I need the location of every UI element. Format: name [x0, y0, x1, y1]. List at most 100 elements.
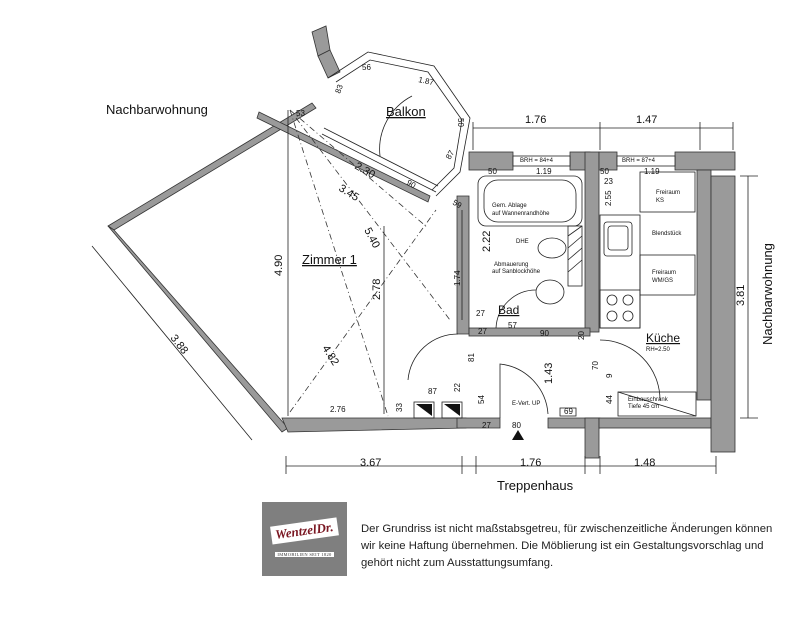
- note-einbauschrank: Einbauschrank: [628, 397, 669, 403]
- note-abmauerung2: auf Sanblockhöhe: [492, 269, 541, 275]
- wall-bath-bottom: [468, 327, 591, 337]
- dim-room-diag-lower: 4.82: [319, 343, 341, 368]
- balcony-outline: [327, 51, 471, 197]
- note-evert: E-Vert. UP: [512, 401, 540, 407]
- wc-hatch-3: [567, 247, 583, 261]
- stove-burner-1: [606, 294, 618, 306]
- wc-block: [567, 225, 583, 287]
- sd-balc-56: 56: [362, 63, 371, 72]
- toilet: [535, 279, 565, 305]
- sd-bath-20: 20: [577, 331, 586, 340]
- disclaimer-text: Der Grundriss ist nicht maßstabsgetreu, …: [361, 523, 773, 569]
- dim-room-diag-upper: 3.45: [336, 182, 361, 204]
- kitchen-sink: [603, 221, 633, 257]
- wall-kitchen-bottom: [598, 417, 712, 429]
- dimension-bottom: [285, 456, 717, 474]
- stove-burner-4: [622, 310, 634, 322]
- dim-bottom-left: 3.67: [360, 457, 381, 469]
- wall-room-right: [456, 195, 470, 335]
- sd-bath-top-50: 50: [488, 167, 497, 176]
- wall-bath-kitchen: [584, 151, 600, 333]
- note-dhe: DHE: [516, 239, 529, 245]
- room-diagonal-1: [289, 109, 389, 417]
- dim-balcony-width: 2.30: [353, 160, 378, 181]
- sd-hall-69: 69: [564, 407, 573, 416]
- sd-balc-187: 1.87: [418, 75, 436, 87]
- room-diagonal-4: [295, 117, 451, 321]
- entry-door-swing: [499, 363, 549, 418]
- label-kitchen: Küche: [646, 331, 680, 345]
- bathtub: [477, 175, 583, 227]
- note-freiraum-ks2: KS: [656, 198, 664, 204]
- hall-shoe-rack-1: [413, 401, 435, 419]
- sd-balc-83: 83: [333, 83, 345, 95]
- sd-kit-44: 44: [605, 395, 614, 404]
- hall-door-swing: [407, 333, 459, 381]
- dim-bottom-right: 1.48: [634, 457, 655, 469]
- note-brh-bath: BRH = 84+4: [520, 158, 554, 164]
- sd-bath-90: 90: [540, 329, 549, 338]
- wall-balcony-left: [317, 49, 341, 79]
- hall-shoe-rack-2: [441, 401, 463, 419]
- balcony-door-line: [323, 127, 439, 187]
- dim-top-bath: 1.76: [525, 114, 546, 126]
- wall-hall-bottom-left: [456, 417, 501, 429]
- kitchen-window: [616, 155, 676, 167]
- sd-hall-81: 81: [467, 353, 476, 362]
- dim-room-height: 4.90: [273, 255, 285, 276]
- note-brh-kitchen: BRH = 87+4: [622, 158, 656, 164]
- note-freiraum-ks: Freiraum: [656, 190, 680, 196]
- dimension-top: [472, 122, 734, 150]
- kitchen-door-swing: [599, 339, 661, 401]
- wall-kitchen-right-upper: [696, 169, 712, 401]
- stove-burner-2: [622, 294, 634, 306]
- sd-bath-27b: 27: [478, 327, 487, 336]
- sd-bath-27a: 27: [476, 309, 485, 318]
- dim-bath-height: 2.22: [481, 231, 493, 252]
- sd-hall-22: 22: [453, 383, 462, 392]
- bath-window: [512, 155, 571, 167]
- note-freiraum-wm: Freiraum: [652, 270, 676, 276]
- sd-balc-53: 53: [296, 109, 305, 118]
- dim-left-wall: 3.88: [168, 332, 191, 356]
- note-freiraum-wm2: WM/GS: [652, 278, 673, 284]
- dim-hall-height: 1.43: [543, 363, 555, 384]
- hall-rack-fill-2: [444, 404, 460, 416]
- wall-room-left-lower: [107, 225, 289, 433]
- sd-bath-top-119: 1.19: [536, 167, 552, 176]
- wc-hatch-1: [567, 225, 583, 237]
- electric-panel: [559, 407, 577, 417]
- sd-kit-255: 2.55: [604, 190, 613, 206]
- label-balcony: Balkon: [386, 104, 426, 119]
- sd-kit-9: 9: [605, 373, 614, 378]
- left-wall-dim: [91, 245, 253, 441]
- dim-room-inner-v: 2.78: [371, 279, 383, 300]
- kitchen-stove: [599, 289, 641, 329]
- balcony-door-line2: [321, 133, 437, 193]
- sd-bath-174: 1.74: [453, 270, 462, 286]
- washer-space: [639, 254, 696, 296]
- fridge-space: [639, 171, 696, 213]
- label-stairwell: Treppenhaus: [497, 478, 574, 493]
- dim-room-bottom: 2.76: [330, 405, 346, 414]
- sd-balc-50: 50: [456, 118, 465, 127]
- sd-hall-80: 80: [512, 421, 521, 430]
- sd-hall-27: 27: [482, 421, 491, 430]
- wall-neighbor-right: [710, 175, 736, 453]
- stove-burner-3: [606, 310, 618, 322]
- sd-hall-54: 54: [477, 395, 486, 404]
- label-neighbor-left: Nachbarwohnung: [106, 102, 208, 117]
- dim-bottom-mid: 1.76: [520, 457, 541, 469]
- wall-room-left-upper: [107, 102, 317, 231]
- label-bath: Bad: [498, 303, 519, 317]
- sd-hall-87: 87: [428, 387, 437, 396]
- dimension-right: [740, 175, 758, 419]
- balcony-inner-outline: [335, 59, 463, 191]
- note-ablage2: auf Wannenrandhöhe: [492, 211, 550, 217]
- bathtub-inner: [483, 179, 577, 223]
- kitchen-sink-basin: [607, 225, 629, 251]
- wall-room-bottom: [281, 417, 467, 433]
- room-diagonal-2: [289, 109, 429, 229]
- entrance-arrow-icon: [512, 430, 524, 440]
